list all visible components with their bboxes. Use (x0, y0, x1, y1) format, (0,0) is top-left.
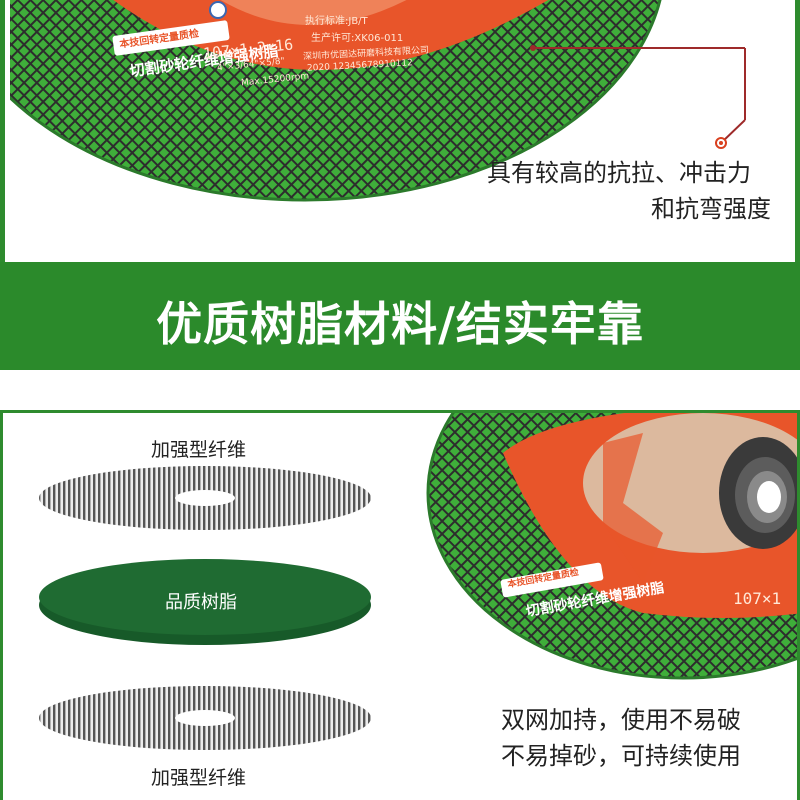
top-callout-line1: 具有较高的抗拉、冲击力 (487, 159, 751, 187)
section-gap (0, 370, 800, 410)
top-callout-line2: 和抗弯强度 (651, 195, 771, 223)
bottom-caption-line1: 双网加持，使用不易破 (501, 706, 741, 734)
resin-layer-label: 品质树脂 (165, 592, 237, 613)
bottom-disc-spec: 107×1 (733, 589, 782, 608)
top-panel: 本技回转定量质检 切割砂轮纤维增强树脂 107×1.2×16 4"×3/64"×… (0, 0, 800, 262)
fiber-layer-bottom-label: 加强型纤维 (151, 767, 247, 789)
fiber-layer-top-label: 加强型纤维 (151, 439, 247, 461)
top-disc-license: 生产许可:XK06-011 (311, 33, 404, 44)
resin-layer (39, 559, 371, 635)
banner-title: 优质树脂材料/结实牢靠 (156, 297, 644, 351)
banner: 优质树脂材料/结实牢靠 (0, 262, 800, 370)
top-disc-graphic (10, 0, 746, 202)
top-disc-standard: 执行标准:JB/T (305, 16, 368, 27)
bottom-panel: 加强型纤维 品质树脂 加强型纤维 本技回转定量质检 切割砂轮纤维增强树脂 107… (0, 410, 800, 800)
top-cutting-disc (10, 0, 660, 200)
bottom-graphic (39, 413, 797, 750)
bottom-caption-line2: 不易掉砂，可持续使用 (501, 742, 741, 770)
